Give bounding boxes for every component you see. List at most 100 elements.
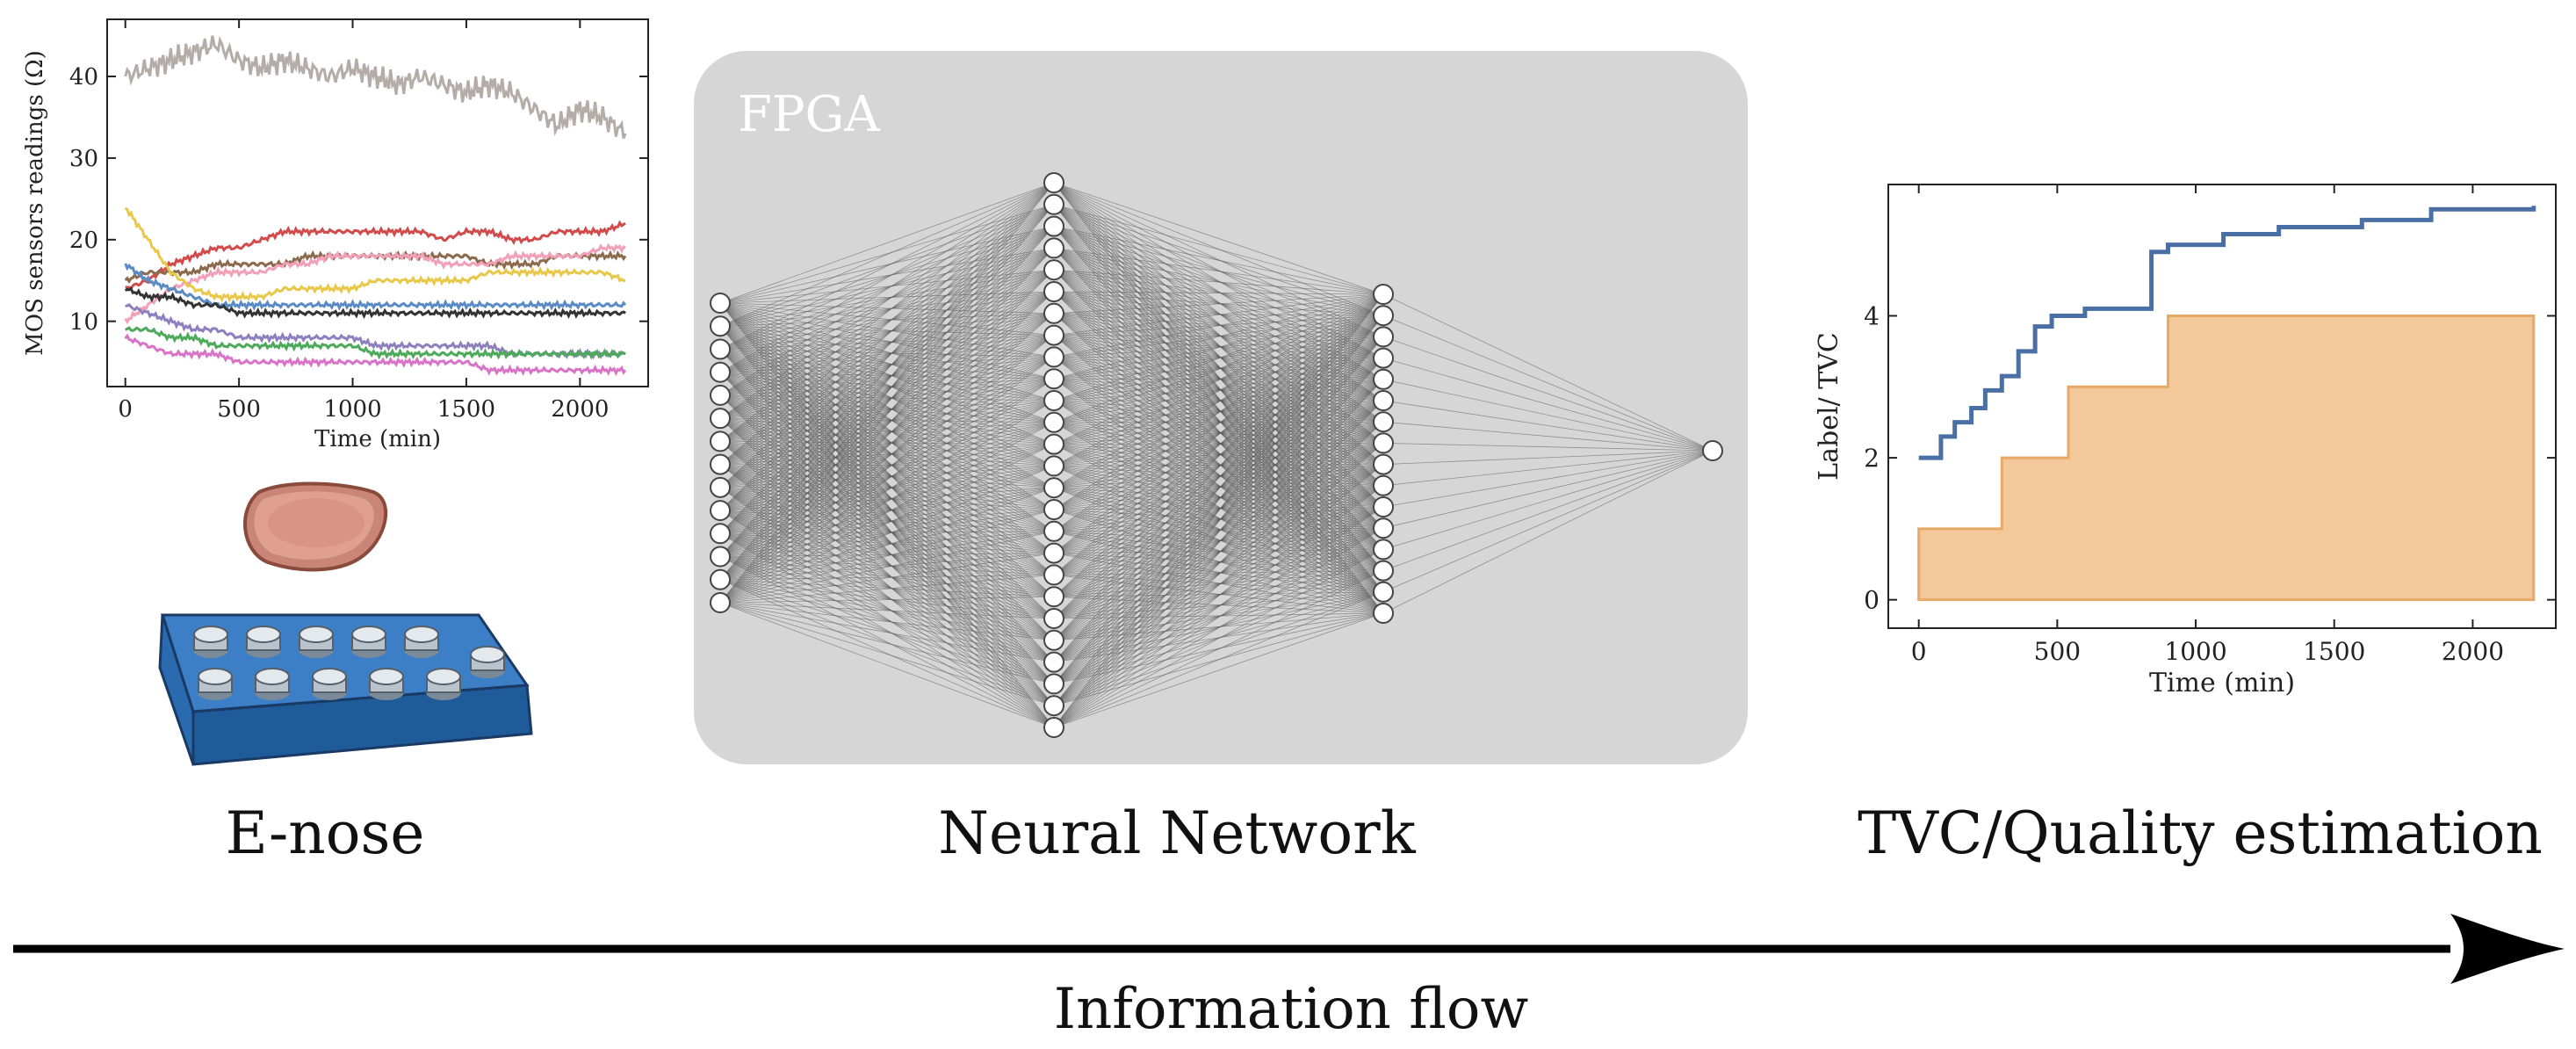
- network-edge: [719, 269, 1055, 511]
- network-edge: [719, 313, 1055, 511]
- network-edge: [719, 349, 1055, 684]
- network-edge: [719, 302, 1055, 445]
- network-edge: [719, 291, 1055, 304]
- network-edge: [719, 325, 1055, 728]
- network-edge: [719, 464, 1055, 706]
- network-edge: [719, 444, 1055, 511]
- network-edge: [719, 248, 1055, 534]
- network-node: [710, 315, 731, 337]
- network-node: [710, 453, 731, 475]
- network-edge: [719, 394, 1055, 402]
- network-node: [1043, 390, 1064, 411]
- sensor-series-line: [125, 220, 626, 291]
- network-edge: [719, 325, 1055, 553]
- network-edge: [1382, 450, 1714, 487]
- network-node: [1043, 651, 1064, 673]
- network-edge: [719, 464, 1055, 619]
- network-edge: [719, 556, 1055, 728]
- network-edge: [719, 248, 1055, 604]
- network-edge: [1053, 421, 1384, 728]
- network-edge: [719, 291, 1055, 557]
- network-node: [1043, 259, 1064, 281]
- network-edge: [719, 313, 1055, 327]
- network-edge: [719, 248, 1055, 581]
- enose-illustration: [158, 481, 533, 766]
- network-edge: [719, 422, 1055, 557]
- network-edge: [719, 556, 1055, 597]
- network-edge: [719, 302, 1055, 336]
- network-edge: [719, 226, 1055, 350]
- network-edge: [719, 422, 1055, 534]
- network-edge: [719, 466, 1055, 604]
- network-edge: [719, 602, 1055, 641]
- network-edge: [719, 487, 1055, 728]
- network-edge: [719, 487, 1055, 597]
- network-node: [1043, 586, 1064, 608]
- network-node: [1373, 560, 1394, 582]
- network-node: [710, 384, 731, 406]
- network-edge: [719, 400, 1055, 511]
- network-edge: [719, 269, 1055, 604]
- network-edge: [719, 291, 1055, 442]
- sensor-series-line: [125, 326, 626, 360]
- network-edge: [719, 269, 1055, 442]
- network-edge: [719, 372, 1055, 423]
- network-edge: [719, 349, 1055, 553]
- sensor-series-line: [124, 286, 626, 320]
- network-edge: [1053, 315, 1384, 728]
- network-edge: [719, 444, 1055, 534]
- network-edge: [719, 417, 1055, 619]
- network-edge: [719, 372, 1055, 532]
- sensor-cap-icon: [369, 668, 404, 700]
- network-edge: [719, 335, 1055, 488]
- sensor-cap-icon: [255, 668, 290, 700]
- network-edge: [719, 269, 1055, 373]
- network-edge: [1053, 269, 1384, 295]
- network-node: [1373, 432, 1394, 454]
- sensor-cap-icon: [470, 646, 505, 678]
- network-edge: [719, 291, 1055, 604]
- network-edge: [719, 269, 1055, 304]
- network-edge: [719, 602, 1055, 684]
- network-edge: [719, 302, 1055, 662]
- network-edge: [719, 313, 1055, 581]
- network-edge: [719, 291, 1055, 581]
- sensor-series-line: [124, 206, 626, 303]
- network-edge: [1053, 248, 1384, 295]
- network-edge: [719, 372, 1055, 641]
- network-node: [1373, 284, 1394, 305]
- network-node: [1043, 433, 1064, 455]
- network-edge: [719, 313, 1055, 465]
- network-edge: [719, 325, 1055, 402]
- network-edge: [719, 349, 1055, 641]
- network-edge: [719, 417, 1055, 445]
- network-node: [1043, 281, 1064, 302]
- information-flow-arrow: [13, 914, 2565, 984]
- network-edge: [719, 553, 1055, 557]
- network-edge: [719, 182, 1055, 488]
- network-edge: [1053, 591, 1384, 728]
- x-tick-label: 1000: [323, 396, 381, 423]
- network-edge: [719, 422, 1055, 581]
- network-edge: [719, 400, 1055, 604]
- network-edge: [719, 509, 1055, 604]
- network-node: [1373, 453, 1394, 475]
- x-axis-label: Time (min): [314, 426, 441, 452]
- network-edge: [719, 444, 1055, 581]
- network-edge: [719, 466, 1055, 557]
- network-edge: [719, 335, 1055, 581]
- network-edge: [719, 204, 1055, 465]
- network-edge: [719, 378, 1055, 511]
- network-edge: [719, 372, 1055, 488]
- sensor-tray-icon: [158, 613, 533, 766]
- network-node: [1373, 305, 1394, 327]
- network-edge: [719, 378, 1055, 466]
- x-tick-label: 500: [2034, 637, 2081, 666]
- network-edge: [719, 441, 1055, 597]
- network-edge: [719, 325, 1055, 597]
- network-edge: [719, 372, 1055, 402]
- network-edge: [1053, 293, 1384, 358]
- network-edge: [719, 556, 1055, 575]
- y-tick-label: 30: [69, 146, 98, 172]
- sensor-series-line: [124, 333, 627, 377]
